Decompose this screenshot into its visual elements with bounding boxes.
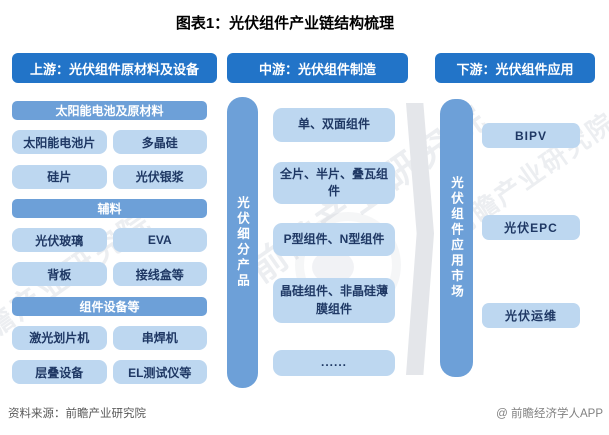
midstream-item-ellipsis: ...... (273, 350, 395, 376)
item-box: 光伏玻璃 (12, 228, 107, 252)
midstream-item: P型组件、N型组件 (273, 223, 395, 256)
header-downstream: 下游：光伏组件应用 (435, 53, 595, 83)
header-midstream: 中游：光伏组件制造 (227, 53, 408, 83)
midstream-item: 晶硅组件、非晶硅薄膜组件 (273, 278, 395, 323)
item-box: 硅片 (12, 164, 107, 189)
item-box: 串焊机 (112, 325, 207, 350)
item-box: 多晶硅 (112, 130, 207, 155)
midstream-bar-label: 光伏细分产品 (235, 196, 249, 289)
header-upstream: 上游：光伏组件原材料及设备 (12, 53, 217, 83)
item-box: EL测试仪等 (112, 360, 207, 384)
item-box: 激光划片机 (12, 325, 107, 350)
source-note: 资料来源：前瞻产业研究院 (8, 408, 146, 420)
downstream-bar-label: 光伏组件应用市场 (449, 176, 463, 300)
credit-note: @ 前瞻经济学人APP (496, 408, 603, 420)
downstream-item: 光伏运维 (482, 303, 580, 328)
item-box: 背板 (12, 262, 107, 287)
downstream-item: BIPV (482, 123, 580, 148)
upstream-panel: 太阳能电池及原材料 太阳能电池片 多晶硅 硅片 光伏银浆 辅料 光伏玻璃 EVA… (12, 101, 207, 384)
midstream-item: 全片、半片、叠瓦组件 (273, 162, 395, 204)
item-box: 光伏银浆 (112, 164, 207, 189)
item-box: 接线盒等 (112, 262, 207, 287)
item-box: EVA (112, 228, 207, 252)
group-header-equipment: 组件设备等 (12, 296, 207, 316)
downstream-vertical-bar: 光伏组件应用市场 (440, 99, 473, 377)
midstream-item: 单、双面组件 (273, 108, 395, 142)
midstream-vertical-bar: 光伏细分产品 (227, 97, 258, 388)
page-title: 图表1：光伏组件产业链结构梳理 (175, 15, 395, 32)
item-box: 层叠设备 (12, 360, 107, 384)
group-header-solar-cells: 太阳能电池及原材料 (12, 101, 207, 120)
group-header-auxiliary: 辅料 (12, 198, 207, 218)
downstream-item: 光伏EPC (482, 215, 580, 240)
item-box: 太阳能电池片 (12, 130, 107, 155)
